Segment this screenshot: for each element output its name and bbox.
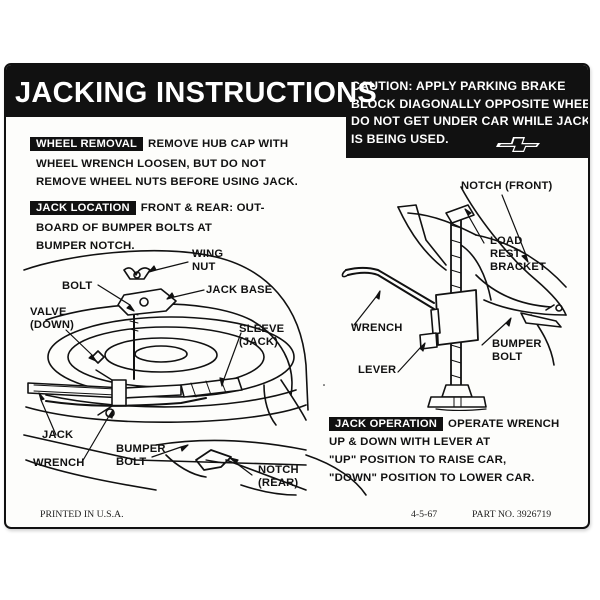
printed-in-usa: PRINTED IN U.S.A. (40, 509, 124, 520)
callout-bolt: BOLT (62, 280, 93, 292)
callout-notch-front: NOTCH (FRONT) (461, 180, 553, 192)
caution-line: DO NOT GET UNDER CAR WHILE JACK (351, 114, 590, 128)
caution-block: CAUTION: APPLY PARKING BRAKE BLOCK DIAGO… (351, 78, 590, 148)
callout-valve: VALVE (DOWN) (30, 306, 75, 331)
callout-sleeve: SLEEVE (JACK) (239, 323, 285, 348)
print-date: 4-5-67 (411, 509, 438, 520)
jack-location-label: JACK LOCATION (30, 201, 136, 215)
callout-wrench: WRENCH (33, 457, 85, 469)
chevrolet-bowtie-icon (496, 137, 540, 152)
jack-operation-line-4: "DOWN" POSITION TO LOWER CAR. (329, 472, 535, 484)
callout-bumper-bolt: BUMPER BOLT (116, 443, 166, 468)
caution-line: BLOCK DIAGONALLY OPPOSITE WHEEL (351, 96, 590, 111)
wheel-removal-line-2: WHEEL WRENCH LOOSEN, BUT DO NOT (36, 158, 267, 170)
wheel-removal-label: WHEEL REMOVAL (30, 137, 144, 151)
callout-load-rest-bracket: LOAD REST BRACKET (490, 235, 547, 273)
jack-operation-line-2: UP & DOWN WITH LEVER AT (329, 436, 491, 448)
jacking-diagram (23, 186, 567, 496)
callout-wrench-right: WRENCH (351, 322, 403, 334)
jack-operation-illustration (341, 186, 567, 412)
callout-wing-nut: WING NUT (192, 248, 224, 273)
left-callout-leaders (38, 261, 253, 476)
callout-bumper-bolt-right: BUMPER BOLT (492, 338, 542, 363)
callout-lever: LEVER (358, 364, 397, 376)
jack-operation-label: JACK OPERATION (329, 417, 444, 431)
part-number: PART NO. 3926719 (472, 509, 552, 520)
callout-jack: JACK (42, 429, 74, 441)
caution-line: IS BEING USED. (351, 131, 449, 146)
trunk-spare-tire-illustration (23, 250, 367, 496)
jack-location-line-2: BOARD OF BUMPER BOLTS AT (36, 222, 213, 234)
caution-line: CAUTION: APPLY PARKING BRAKE (351, 79, 566, 93)
header-band: JACKING INSTRUCTIONS CAUTION: APPLY PARK… (6, 65, 588, 173)
page-title: JACKING INSTRUCTIONS (15, 77, 378, 109)
jack-operation-line-3: "UP" POSITION TO RAISE CAR, (329, 454, 507, 466)
callout-jack-base: JACK BASE (206, 284, 273, 296)
jack-location-line-3: BUMPER NOTCH. (36, 240, 135, 252)
wheel-removal-line-3: REMOVE WHEEL NUTS BEFORE USING JACK. (36, 176, 299, 188)
callout-notch-rear: NOTCH (REAR) (258, 464, 299, 489)
right-callout-leaders (353, 194, 529, 373)
header-background (6, 65, 588, 158)
jacking-instructions-decal: JACKING INSTRUCTIONS CAUTION: APPLY PARK… (4, 63, 590, 529)
